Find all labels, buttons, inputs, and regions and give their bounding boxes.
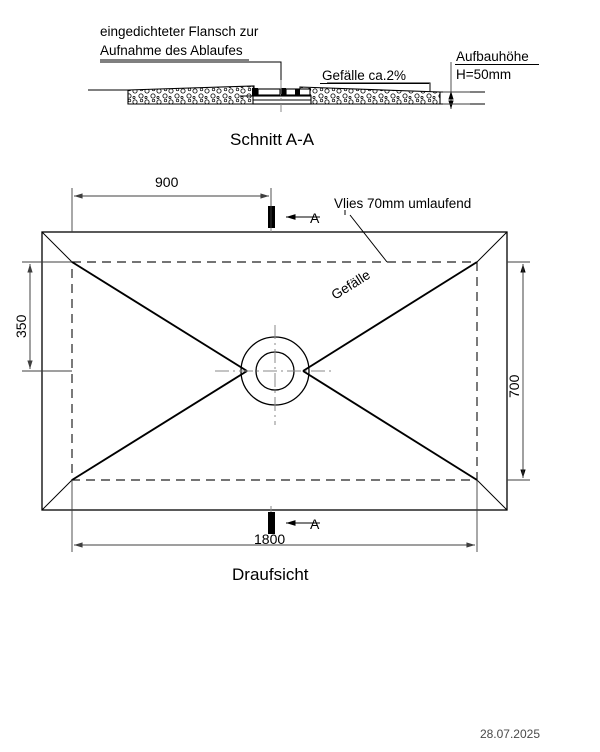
- slope-diagonals: [71, 261, 478, 481]
- fleece-leader-line: [349, 214, 388, 263]
- section-marker-top: A: [268, 206, 320, 228]
- flange-note-line2: Aufnahme des Ablaufes: [100, 43, 243, 58]
- flange-note-line1: eingedichteter Flansch zur: [100, 24, 259, 39]
- plan-title: Draufsicht: [232, 565, 309, 584]
- dimension-1800: 1800: [71, 480, 478, 552]
- fleece-note: Vlies 70mm umlaufend: [334, 196, 471, 211]
- fleece-outline: [71, 261, 478, 481]
- section-marker-top-label: A: [310, 210, 320, 226]
- dimension-1800-label: 1800: [254, 531, 285, 547]
- height-note-line2: H=50mm: [456, 67, 511, 82]
- date-stamp: 28.07.2025: [480, 727, 540, 741]
- section-marker-bottom-label: A: [310, 516, 320, 532]
- height-note-line1: Aufbauhöhe: [456, 49, 529, 64]
- dimension-350: 350: [13, 261, 72, 372]
- slope-note: Gefälle ca.2%: [322, 68, 406, 83]
- dimension-900-label: 900: [155, 174, 179, 190]
- dimension-700: 700: [506, 261, 530, 481]
- section-marker-bottom: A: [268, 512, 320, 534]
- dimension-aufbauhoehe: [443, 62, 470, 109]
- dimension-700-label: 700: [506, 374, 522, 398]
- dimension-900: 900: [71, 174, 272, 232]
- dimension-350-label: 350: [13, 314, 29, 338]
- section-view: eingedichteter Flansch zur Aufnahme des …: [88, 24, 539, 149]
- flange-leader-line: [100, 61, 282, 88]
- drain-flange-assembly: [240, 88, 312, 105]
- corner-diagonals: [41, 231, 508, 511]
- section-title: Schnitt A-A: [230, 130, 315, 149]
